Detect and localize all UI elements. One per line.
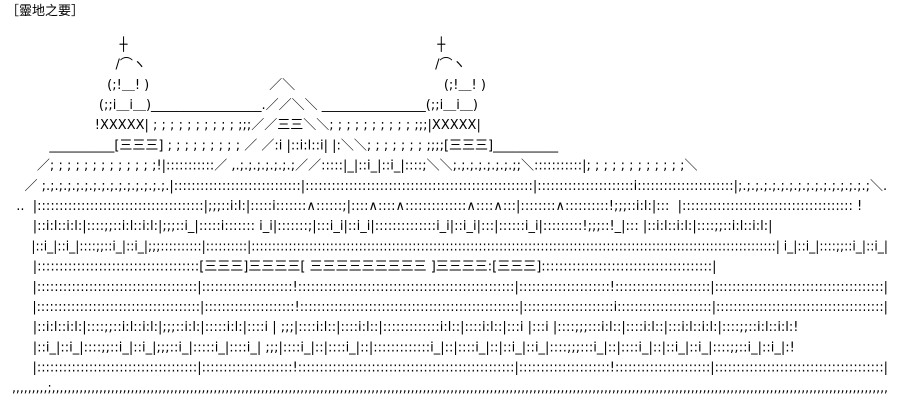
art-line: .. |::::::::::::::::::::::::::::::::::::… [8,199,862,214]
art-line: (;!＿! ) ／＼ (;!＿! ) [8,78,486,93]
art-line: ┼ ┼ [8,35,445,52]
art-line: , , , , , , , , , , , , [8,401,661,409]
art-line: __________[三三三] ; ; ; ; ; ; ; ; ; ／ ／:i … [8,138,559,153]
art-line: |:::::::::::::::::::::::::::::::::::::[三… [8,260,717,275]
art-line: !XXXXX| ; ; ; ; ; ; ; ; ; ; ;;;／／三三＼＼; ;… [8,118,481,133]
art-line: /⌒ヽ /⌒ヽ [8,58,465,73]
art-line: ／ ;.;.;.;.;.;.;.;.;.;.;.;.;.;.;.|:::::::… [8,179,887,194]
art-line: (;;i＿i＿)_________________.／／＼＼ _________… [8,98,478,113]
art-line: ,,,,,,,,,;,,,,,,,,,,,,,,,,,,,,,,,,,,,,,,… [8,381,888,396]
art-line: |::i:l::i:l:|::::;;::i:l::i:l:|;;;::i:l:… [8,320,799,335]
art-line: |::::::::::::::::::::::::::::::::::::::|… [8,300,888,315]
art-line: ／; ; ; ; ; ; ; ; ; ; ; ; ;!|:::::::::::／… [8,159,698,174]
art-line: |::i:l::i:l:|::::;;::i:l::i:l:|;;;::i_|:… [8,219,772,234]
art-line: |::i_|::i_|::::;;::i_|::i_|;;;::::::::::… [8,239,888,254]
art-line: |:::::::::::::::::::::::::::::::::::::|:… [8,280,888,295]
art-line: |:::::::::::::::::::::::::::::::::::::|:… [8,361,888,376]
art-line: |::i_|::i_|::::;;::i_|::i_|;;;::i_|:::::… [8,340,795,355]
art-title: ［靈地之要］ [6,4,85,19]
